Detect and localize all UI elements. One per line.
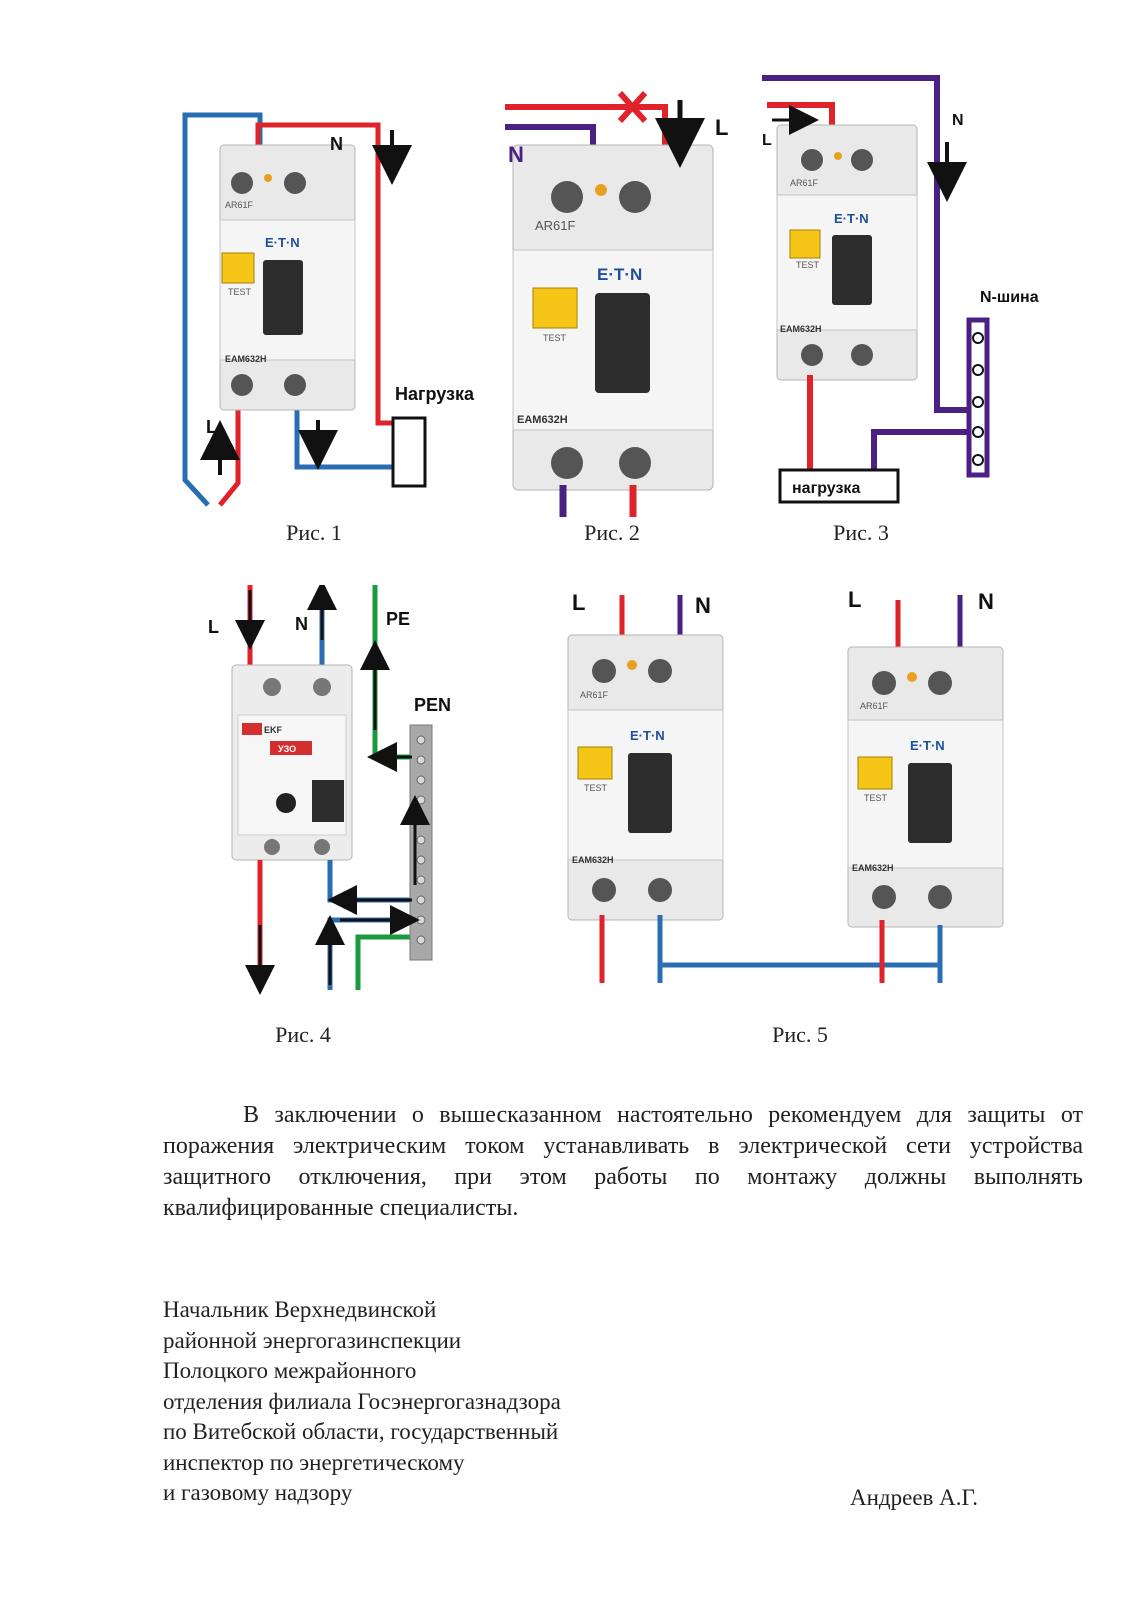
test-button[interactable] — [789, 229, 821, 259]
pen-bus-icon — [409, 724, 433, 961]
test-label: TEST — [584, 783, 608, 793]
toggle-lever[interactable] — [908, 763, 952, 843]
signature-block: Начальник Верхнедвинской районной энерго… — [163, 1295, 561, 1509]
load-label: нагрузка — [792, 480, 860, 497]
device-type: EAM632H — [780, 324, 822, 334]
signature-line: по Витебской области, государственный — [163, 1419, 559, 1444]
label-l: L — [206, 417, 217, 437]
toggle-lever[interactable] — [312, 780, 344, 822]
test-label: TEST — [796, 260, 820, 270]
caption-fig3: Рис. 3 — [833, 520, 889, 545]
test-button[interactable] — [532, 287, 578, 329]
test-button[interactable] — [857, 756, 893, 790]
brand-label: E·T·N — [265, 235, 300, 250]
test-button[interactable] — [221, 252, 255, 284]
device-type: EAM632H — [852, 863, 894, 873]
signature-line: районной энергогазинспекции — [163, 1327, 462, 1353]
figure-3: AR61F E·T·N TEST EAM632H нагрузка N-шина… — [762, 75, 1039, 504]
toggle-lever[interactable] — [628, 753, 672, 833]
label-n1: N — [695, 593, 711, 618]
figure-2: AR61F E·T·N TEST EAM632H N L — [505, 91, 728, 517]
label-n: N — [952, 112, 964, 129]
device-type: EAM632H — [225, 354, 267, 364]
phase-wire — [255, 122, 395, 426]
figure-5: AR61F E·T·N TEST EAM632H AR61F E·T·N TES… — [567, 587, 1004, 983]
load-box — [391, 416, 427, 488]
phase-wire-out — [218, 405, 241, 507]
neutral-wire — [762, 75, 977, 413]
device-type: EAM632H — [572, 855, 614, 865]
n-bus-icon — [966, 317, 990, 478]
toggle-lever[interactable] — [832, 235, 872, 305]
brand-label: EKF — [264, 725, 283, 735]
test-button[interactable] — [276, 793, 296, 813]
signature-line: и газовому надзору — [163, 1480, 353, 1505]
test-button[interactable] — [577, 746, 613, 780]
load-label: Нагрузка — [395, 384, 475, 404]
device-type: EAM632H — [517, 414, 568, 426]
neutral-wire — [505, 124, 596, 153]
rcd-device-2: AR61F E·T·N TEST EAM632H — [847, 646, 1004, 928]
caption-fig4: Рис. 4 — [275, 1022, 331, 1047]
neutral-jumper — [657, 915, 943, 968]
device-model: AR61F — [225, 200, 254, 210]
label-l: L — [762, 132, 772, 149]
label-l: L — [208, 617, 219, 637]
label-l1: L — [572, 590, 585, 615]
signature-line: инспектор по энергетическому — [163, 1449, 465, 1475]
neutral-wire-out — [327, 860, 415, 903]
device-model: AR61F — [535, 218, 576, 233]
brand-label: E·T·N — [597, 265, 642, 284]
rcd-device-1: AR61F E·T·N TEST EAM632H — [567, 634, 724, 921]
cross-icon — [617, 91, 648, 123]
rcd-device: EKF УЗО — [231, 664, 353, 861]
toggle-lever[interactable] — [595, 293, 650, 393]
rcd-device: AR61F E·T·N TEST EAM632H — [512, 144, 714, 491]
label-n: N — [330, 134, 343, 154]
pe-wire-load — [355, 934, 415, 990]
test-label: TEST — [864, 793, 888, 803]
test-label: TEST — [228, 287, 252, 297]
figure-1: AR61F E·T·N TEST EAM632H Нагрузка N L — [182, 112, 475, 507]
label-l2: L — [848, 587, 861, 612]
caption-fig2: Рис. 2 — [584, 520, 640, 545]
bus-label: N-шина — [980, 289, 1039, 306]
brand-label: E·T·N — [630, 728, 665, 743]
label-l: L — [715, 115, 728, 140]
neutral-wire-load — [327, 917, 415, 990]
rcd-device: AR61F E·T·N TEST EAM632H — [776, 124, 918, 381]
brand-label: E·T·N — [910, 738, 945, 753]
label-n2: N — [978, 589, 994, 614]
device-model: AR61F — [790, 178, 819, 188]
device-type: УЗО — [278, 744, 296, 754]
conclusion-paragraph: В заключении о вышесказанном настоятельн… — [163, 1100, 1083, 1224]
device-model: AR61F — [580, 690, 609, 700]
label-pen: PEN — [414, 695, 451, 715]
neutral-wire-out — [294, 405, 395, 470]
signature-line: Полоцкого межрайонного — [163, 1358, 417, 1383]
label-pe: PE — [386, 609, 410, 629]
signature-line: отделения филиала Госэнергогазнадзора — [163, 1388, 561, 1414]
caption-fig1: Рис. 1 — [286, 520, 342, 545]
toggle-lever[interactable] — [263, 260, 303, 335]
rcd-device: AR61F E·T·N TEST EAM632H — [219, 144, 356, 411]
test-label: TEST — [543, 333, 567, 343]
phase-wire — [767, 102, 835, 130]
neutral-wire-out — [871, 429, 977, 470]
signatory-name: Андреев А.Г. — [850, 1485, 978, 1510]
conclusion-text: В заключении о вышесказанном настоятельн… — [163, 1102, 1083, 1221]
device-model: AR61F — [860, 701, 889, 711]
figure-4: EKF УЗО L N PE PEN — [208, 585, 451, 995]
caption-fig5: Рис. 5 — [772, 1022, 828, 1047]
label-n: N — [295, 614, 308, 634]
load-box — [778, 468, 900, 504]
signature-line: Начальник Верхнедвинской — [163, 1297, 437, 1322]
label-n: N — [508, 142, 524, 167]
brand-label: E·T·N — [834, 211, 869, 226]
